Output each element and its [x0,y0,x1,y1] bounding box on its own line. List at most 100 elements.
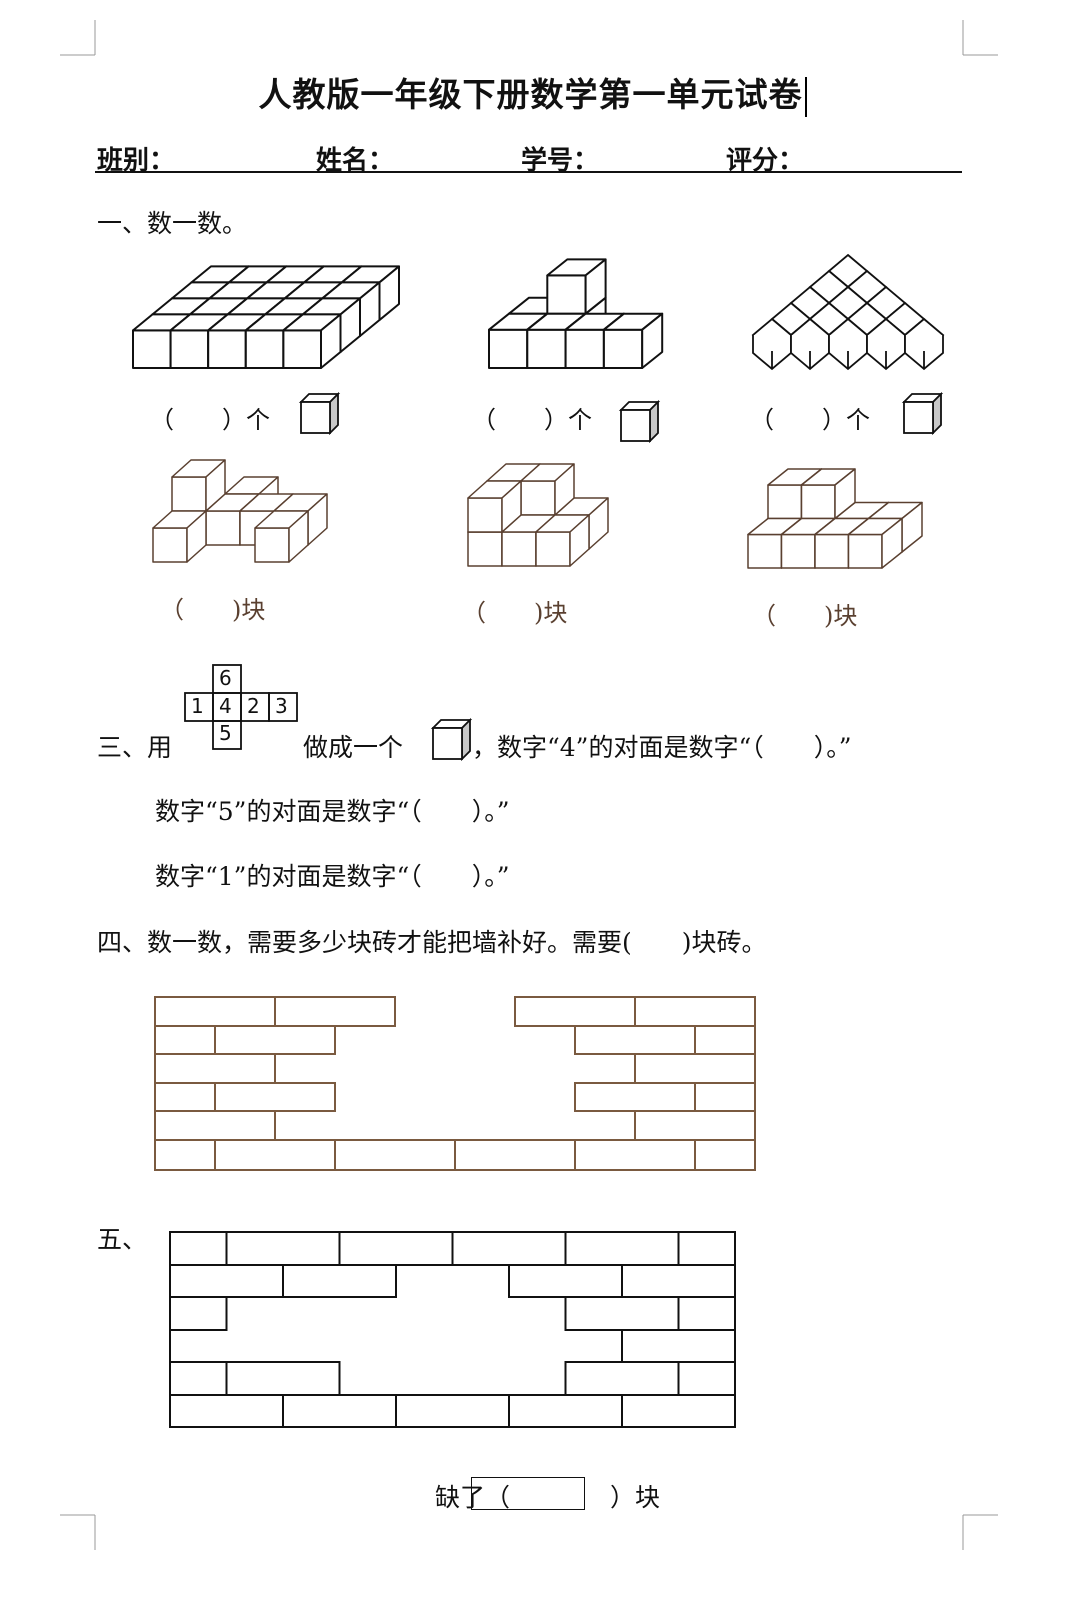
cube-front [535,531,571,567]
cube-front [767,484,803,520]
brick [564,1361,680,1396]
brick [154,1139,216,1171]
figure-blocks-1 [152,459,328,563]
net-5: 5 [219,721,232,745]
cube-front [747,533,783,569]
section3-prefix: 三、用 [97,733,173,762]
section3-question-1[interactable]: 数字“1”的对面是数字“（ ）。” [155,862,510,891]
brick [621,1329,736,1363]
brick [154,1025,216,1055]
cube-icon-side [649,399,659,444]
pyramid-side [790,335,830,371]
pyramid-side [828,335,868,371]
cube-front [467,497,503,533]
brick [395,1394,510,1428]
net-4: 4 [219,694,232,718]
cube-front [282,329,322,369]
cube-front [847,533,883,569]
page-title: 人教版一年级下册数学第一单元试卷 [0,68,1065,117]
cube-front [501,531,537,567]
crop-mark [962,20,998,56]
cube-side [881,517,903,569]
section3-question-5[interactable]: 数字“5”的对面是数字“（ ）。” [155,797,510,826]
cube-side [569,514,590,567]
brick [694,1025,756,1055]
cube-side [205,459,226,512]
crop-mark [60,1514,96,1550]
section4-question[interactable]: 四、数一数，需要多少块砖才能把墙补好。需要( )块砖。 [97,928,767,957]
cube-icon [901,391,944,436]
brick [169,1361,228,1396]
brick [282,1394,397,1428]
block-answer-3[interactable]: （ )块 [752,602,858,630]
cube-side [584,258,607,315]
cube-icon-front [300,401,331,434]
brick [677,1231,736,1266]
brick [154,1110,276,1141]
brick [154,996,276,1027]
brick-wall-q4 [154,996,756,1171]
brick [154,1053,276,1084]
brick [677,1296,736,1331]
section3-question-4[interactable]: ，数字“4”的对面是数字“（ ）。” [472,733,852,762]
brick [574,1082,696,1112]
net-2: 2 [247,694,260,718]
cube-front [207,329,247,369]
section5-answer-box[interactable] [471,1477,585,1510]
cube-icon [618,399,661,444]
cube-icon-front [903,401,934,434]
net-cell [268,692,298,722]
block-answer-1[interactable]: （ )块 [160,596,266,624]
brick [574,1139,696,1171]
text-cursor [804,77,807,117]
cube-icon-side [329,391,339,436]
brick [454,1139,576,1171]
cube-front [800,484,836,520]
block-answer-2[interactable]: （ )块 [462,599,568,627]
cube-front [602,328,644,370]
count-answer-3[interactable]: （ ）个 [750,406,870,434]
pyramid-side [752,335,792,371]
cube-front [205,510,241,546]
cube-side [186,510,207,563]
section1-heading: 一、数一数。 [97,209,248,238]
pyramid-side [866,335,906,371]
cube-side [834,468,856,520]
cube-icon-side [461,717,471,762]
score-label: 评分： [726,146,805,176]
brick [621,1264,736,1298]
brick [214,1139,336,1171]
section5-answer-suffix: ）块 [610,1483,661,1512]
cube-front [546,274,587,315]
brick [334,1139,456,1171]
cube-front [467,531,503,567]
cube-front [780,533,816,569]
crop-mark [60,20,96,56]
figure-slab [132,265,400,369]
section3-middle: 做成一个 [303,733,404,762]
brick-wall-q5 [169,1231,736,1428]
brick [451,1231,567,1266]
brick [169,1231,228,1266]
pyramid-side [904,335,944,371]
brick [508,1264,623,1298]
count-answer-1[interactable]: （ ）个 [150,406,270,434]
brick [694,1139,756,1171]
section5-answer-prefix: 缺了（ [435,1483,511,1512]
brick [225,1231,341,1266]
brick [169,1264,284,1298]
cube-side [288,510,309,563]
cube-side [320,313,342,369]
class-label: 班别： [97,146,176,176]
figure-blocks-2 [467,463,609,567]
count-answer-2[interactable]: （ ）个 [472,406,592,434]
figure-step [488,258,664,370]
student-id-label: 学号： [521,146,600,176]
cube-front [564,328,605,370]
cube-front [244,329,285,369]
brick [282,1264,397,1298]
cube-side [501,480,522,533]
brick [634,1110,756,1141]
brick [214,1082,336,1112]
